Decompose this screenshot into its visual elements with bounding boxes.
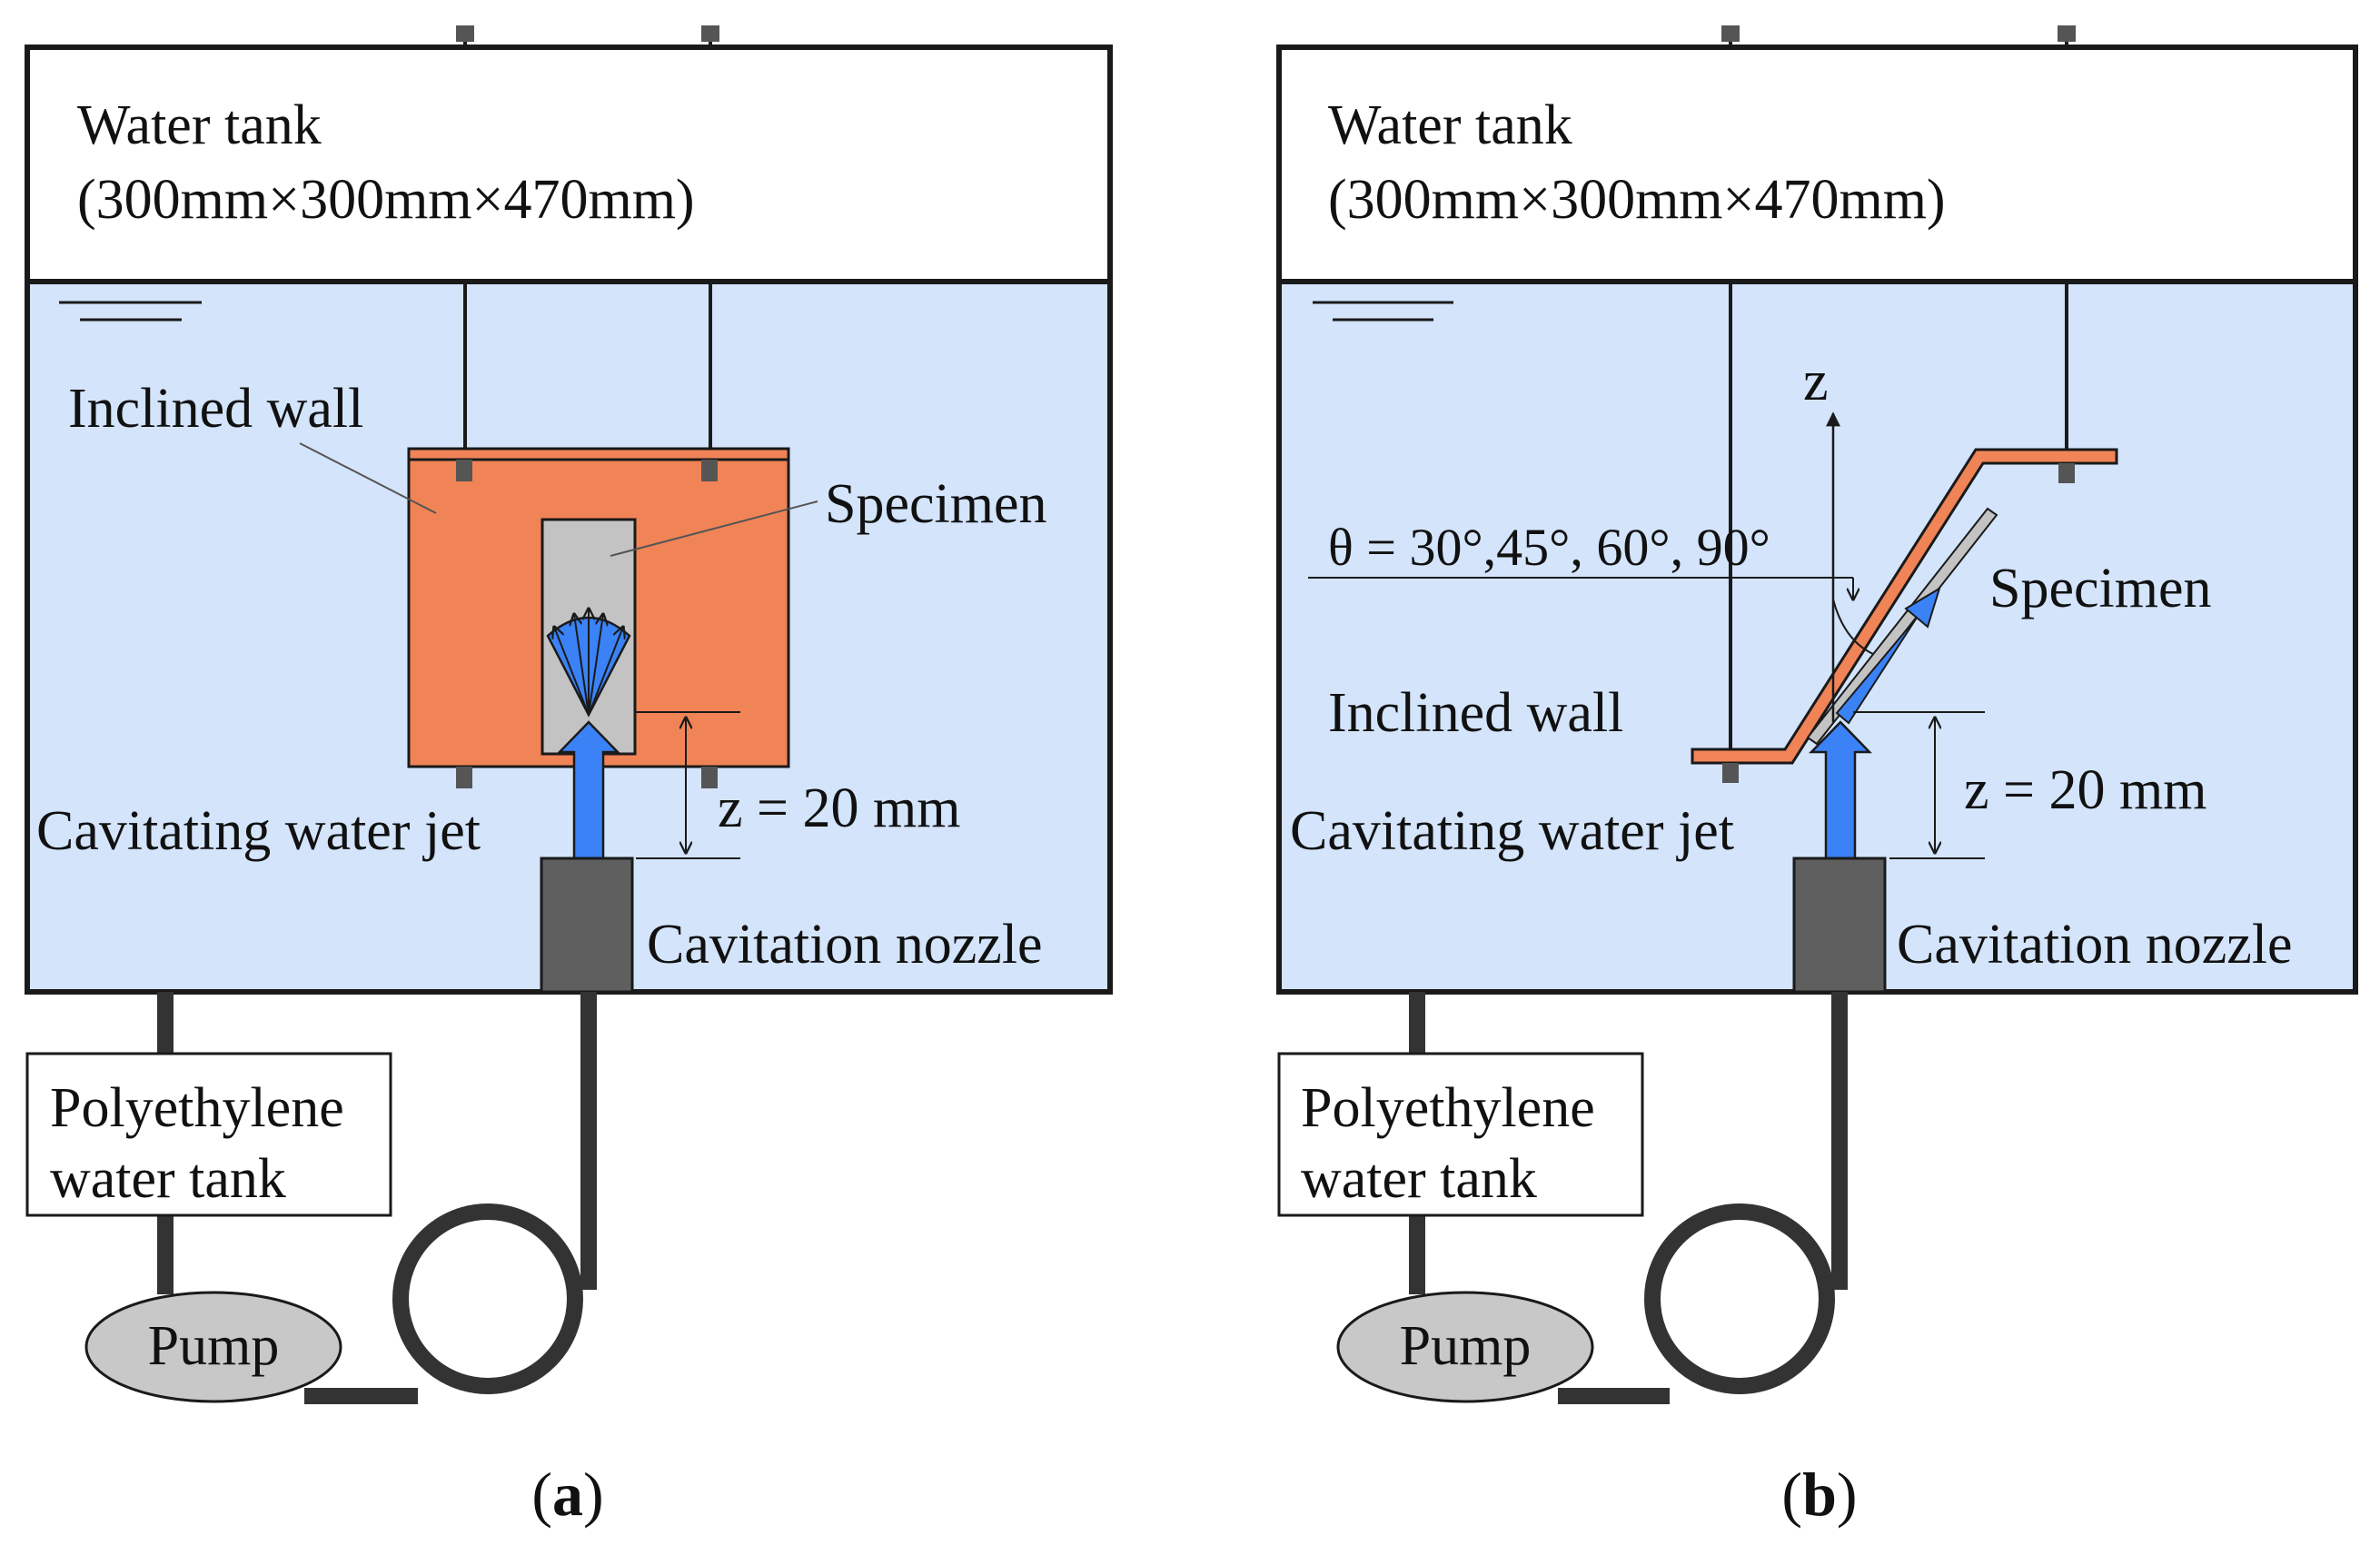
caption-b: (b) (1781, 1460, 1857, 1529)
nozzle-label-a: Cavitation nozzle (647, 914, 1043, 976)
jet-label-b: Cavitating water jet (1290, 800, 1734, 862)
cavitation-nozzle-b (1792, 857, 1887, 994)
pipe-coil (392, 1203, 583, 1394)
angle-arc-b (1832, 599, 1874, 655)
polyethylene-tank (25, 1052, 392, 1217)
pe-tank-label-2-a: water tank (50, 1148, 286, 1210)
bolt-right-b (2058, 463, 2075, 483)
bolt-bottom-left (456, 767, 472, 788)
water-tank-air-b (1276, 45, 2358, 284)
pe-tank-label-1-a: Polyethylene (50, 1077, 344, 1139)
caption-a: (a) (531, 1460, 603, 1529)
rod-cap-left-b (1721, 25, 1740, 42)
pe-tank-label-2-b: water tank (1301, 1148, 1537, 1210)
rod-cap-right (701, 25, 719, 42)
pump-label-a: Pump (148, 1315, 280, 1377)
leader-inclined-wall (299, 442, 437, 514)
bolt-bottom-right (701, 767, 718, 788)
inclined-wall-label-b: Inclined wall (1328, 682, 1623, 744)
pipe-coil-b (1644, 1203, 1835, 1394)
specimen-strip-b (1806, 507, 1998, 746)
tank-dims-a: (300mm×300mm×470mm) (77, 169, 695, 231)
distance-label-a: z = 20 mm (718, 778, 960, 839)
bolt-top-left (456, 460, 472, 481)
pump-label-b: Pump (1400, 1315, 1532, 1377)
pipe-loop (304, 992, 597, 1404)
panel-b: Water tank (300mm×300mm×470mm) z θ = 30°… (1276, 25, 2358, 1529)
leader-specimen (610, 500, 818, 557)
z-axis-label-b: z (1803, 351, 1829, 412)
rod-cap-left (456, 25, 474, 42)
cavitation-nozzle (540, 857, 634, 994)
pump-b (1336, 1291, 1594, 1403)
angle-label-b: θ = 30°,45°, 60°, 90° (1328, 518, 1770, 577)
pump (84, 1291, 342, 1403)
pipe-loop-b (1558, 992, 1848, 1404)
distance-label-b: z = 20 mm (1964, 759, 2206, 821)
bolt-left-b (1722, 763, 1739, 783)
pe-tank-label-1-b: Polyethylene (1301, 1077, 1595, 1139)
rod-cap-right-b (2058, 25, 2076, 42)
water-tank-air (25, 45, 1113, 284)
polyethylene-tank-b (1277, 1052, 1644, 1217)
tank-title-b: Water tank (1328, 94, 1572, 156)
tank-title-a: Water tank (77, 94, 322, 156)
specimen-label-a: Specimen (825, 473, 1047, 535)
bolt-top-right (701, 460, 718, 481)
wall-jet-arrow-b (1835, 586, 1941, 725)
cone-arrow-5 (588, 627, 623, 716)
cone-arrow-2 (574, 614, 590, 716)
inclined-wall-label-a: Inclined wall (68, 378, 363, 440)
jet-arrow-b (1809, 720, 1872, 860)
jet-arrow (557, 720, 620, 860)
cone-arrow-4 (588, 614, 603, 716)
panel-a: Water tank (300mm×300mm×470mm) Inclined … (25, 25, 1113, 1529)
cone-arrow-1 (554, 627, 590, 716)
inclined-wall-top-flange (407, 447, 790, 461)
nozzle-label-b: Cavitation nozzle (1897, 914, 2293, 976)
tank-dims-b: (300mm×300mm×470mm) (1328, 169, 1946, 231)
specimen-label-b: Specimen (1989, 558, 2212, 619)
jet-label-a: Cavitating water jet (36, 800, 481, 862)
